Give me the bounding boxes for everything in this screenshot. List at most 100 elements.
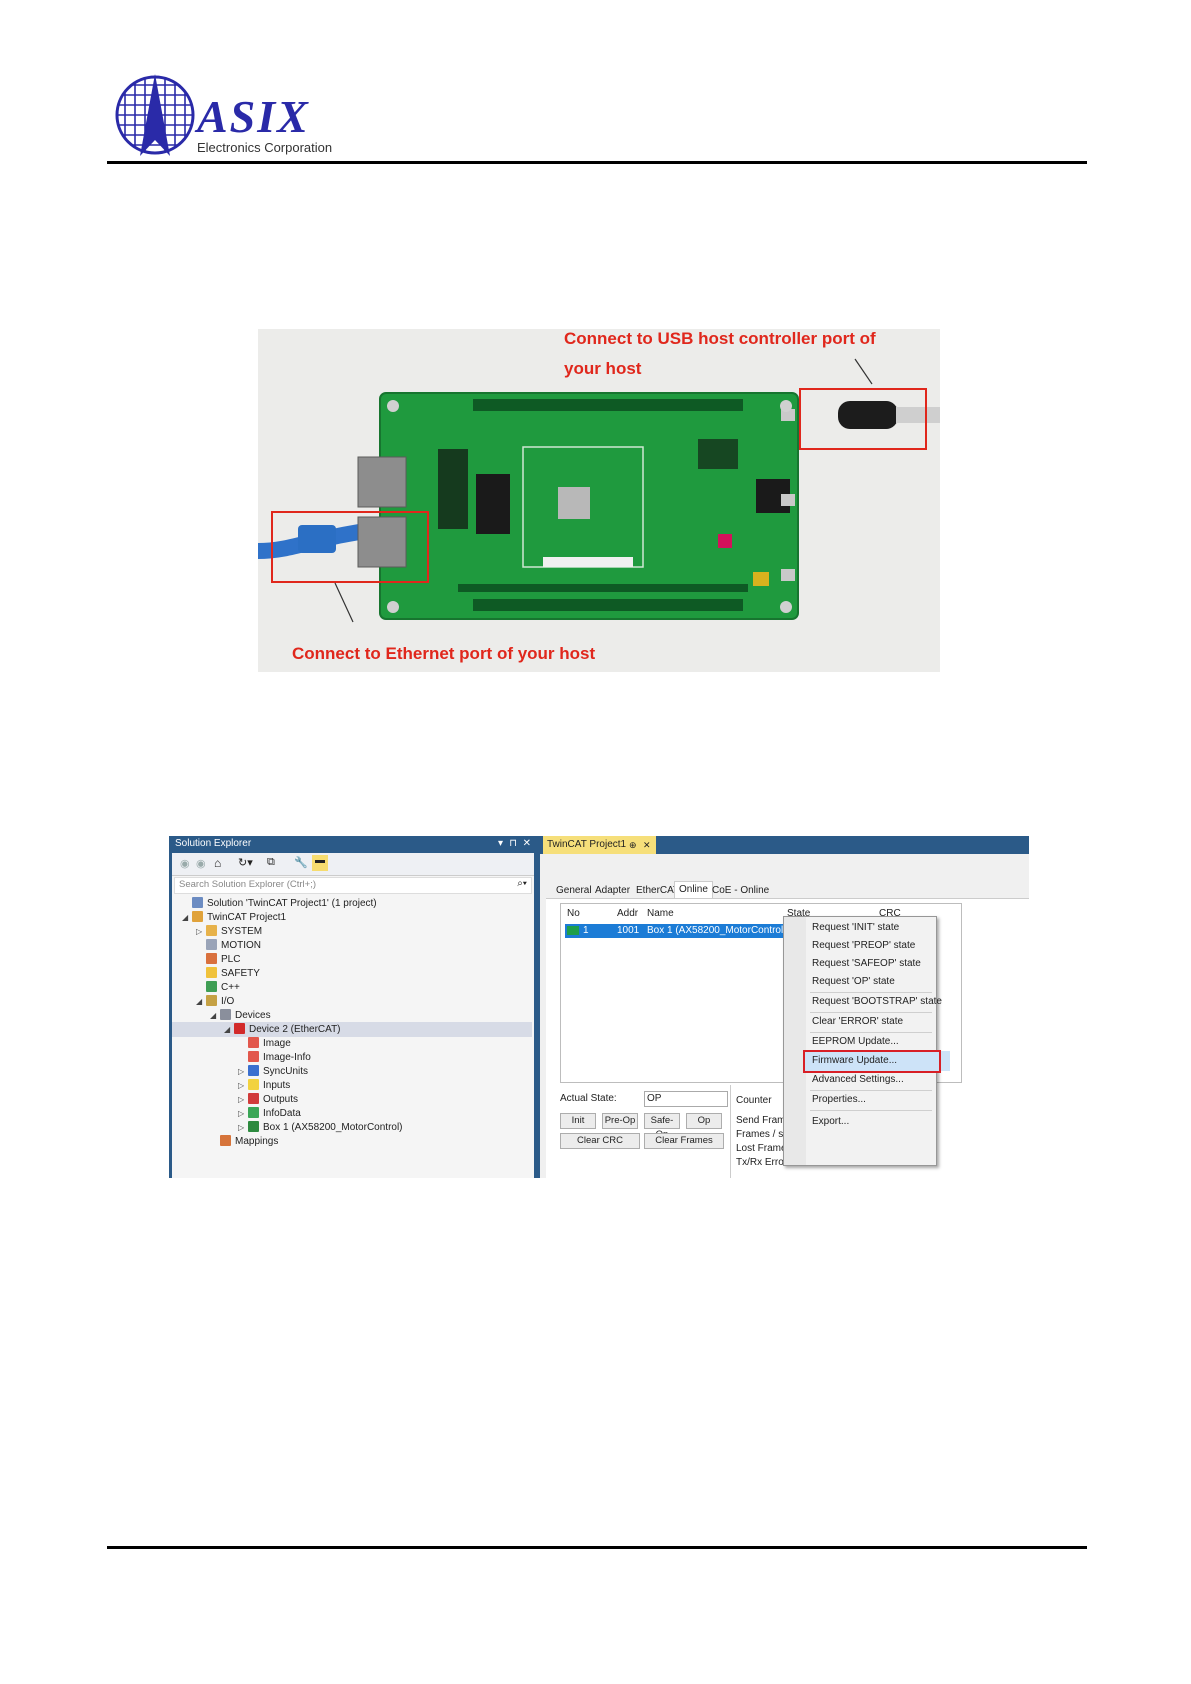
search-icon[interactable]: ⌕▾: [517, 878, 527, 889]
firmware-update-highlight-box: [803, 1050, 941, 1073]
op-button[interactable]: Op: [686, 1113, 722, 1129]
motion-icon: [206, 939, 217, 950]
tab-adapter[interactable]: Adapter: [595, 885, 631, 896]
menu-request-op[interactable]: Request 'OP' state: [812, 976, 895, 987]
col-header-name: Name: [647, 908, 674, 919]
clear-frames-button[interactable]: Clear Frames: [644, 1133, 724, 1149]
col-header-no: No: [567, 908, 580, 919]
system-icon: [206, 925, 217, 936]
twincat-screenshot: Solution Explorer ▾ ⊓ ✕ ◉ ◉ ⌂ ↻▾ ⧉ 🔧 ▬ S…: [169, 836, 1029, 1178]
send-frames-label: Send Frames: [736, 1115, 797, 1126]
tree-item-box1[interactable]: ▷Box 1 (AX58200_MotorControl): [238, 1121, 403, 1133]
tree-item-solution[interactable]: Solution 'TwinCAT Project1' (1 project): [182, 896, 377, 911]
menu-firmware-update[interactable]: Firmware Update...: [812, 1055, 898, 1066]
tab-coe-online[interactable]: CoE - Online: [712, 885, 770, 896]
tree-item-mappings[interactable]: Mappings: [210, 1134, 278, 1149]
collapse-icon[interactable]: ⧉: [267, 856, 275, 868]
tab-ethercat[interactable]: EtherCAT: [636, 885, 680, 896]
tree-item-infodata[interactable]: ▷InfoData: [238, 1107, 301, 1119]
col-header-crc: CRC: [879, 908, 901, 919]
actual-state-field: OP: [644, 1091, 728, 1107]
evaluation-board-image: [258, 358, 940, 623]
pane-splitter[interactable]: [534, 836, 540, 1178]
forward-icon[interactable]: ◉: [196, 858, 206, 870]
menu-advanced-settings[interactable]: Advanced Settings...: [812, 1074, 904, 1085]
header-rule: [107, 161, 1087, 164]
preop-button[interactable]: Pre-Op: [602, 1113, 638, 1129]
solution-search-placeholder: Search Solution Explorer (Ctrl+;): [179, 879, 317, 890]
slave-status-icon: [567, 926, 579, 935]
menu-properties[interactable]: Properties...: [812, 1094, 866, 1105]
tree-item-project[interactable]: ◢TwinCAT Project1: [182, 911, 287, 923]
solution-explorer-titlebar: Solution Explorer ▾ ⊓ ✕: [169, 836, 539, 852]
infodata-icon: [248, 1107, 259, 1118]
project-icon: [192, 911, 203, 922]
tree-item-system[interactable]: ▷SYSTEM: [196, 925, 263, 937]
ethernet-callout: Connect to Ethernet port of your host: [292, 644, 596, 663]
col-header-addr: Addr: [617, 908, 639, 919]
tab-general[interactable]: General: [556, 885, 592, 896]
menu-separator: [810, 1110, 932, 1111]
tree-item-outputs[interactable]: ▷Outputs: [238, 1093, 299, 1105]
counter-header: Counter: [736, 1095, 772, 1106]
tree-item-image[interactable]: Image: [238, 1036, 291, 1051]
menu-eeprom-update[interactable]: EEPROM Update...: [812, 1036, 899, 1047]
image-info-icon: [248, 1051, 259, 1062]
init-button[interactable]: Init: [560, 1113, 596, 1129]
menu-request-preop[interactable]: Request 'PREOP' state: [812, 940, 916, 951]
menu-request-safeop[interactable]: Request 'SAFEOP' state: [812, 958, 921, 969]
tree-item-image-info[interactable]: Image-Info: [238, 1050, 311, 1065]
menu-separator: [810, 1090, 932, 1091]
menu-icon-gutter: [784, 917, 806, 1165]
properties-icon[interactable]: 🔧: [294, 857, 308, 869]
solution-explorer-title: Solution Explorer: [175, 838, 252, 849]
tree-item-devices[interactable]: ◢Devices: [210, 1009, 271, 1021]
tab-close-icon[interactable]: ✕: [643, 840, 651, 850]
context-menu: Request 'INIT' state Request 'PREOP' sta…: [783, 916, 950, 1166]
menu-clear-error[interactable]: Clear 'ERROR' state: [812, 1016, 904, 1027]
inputs-icon: [248, 1079, 259, 1090]
counter-divider: [730, 1085, 731, 1178]
tab-online[interactable]: Online: [674, 881, 713, 900]
menu-hover-highlight: [804, 1051, 950, 1071]
solution-search-box[interactable]: Search Solution Explorer (Ctrl+;) ⌕▾: [174, 877, 532, 894]
tree-item-plc[interactable]: PLC: [196, 952, 240, 967]
tree-item-syncunits[interactable]: ▷SyncUnits: [238, 1065, 309, 1077]
tree-item-device2-selected[interactable]: ◢Device 2 (EtherCAT): [172, 1022, 532, 1037]
preview-icon[interactable]: ▬: [312, 855, 328, 871]
io-icon: [206, 995, 217, 1006]
usb-callout-line2: your host: [564, 359, 642, 378]
home-icon[interactable]: ⌂: [214, 856, 222, 870]
sync-icon[interactable]: ↻▾: [238, 857, 253, 869]
pin-icon[interactable]: ⊓: [509, 838, 517, 849]
usb-callout-line1: Connect to USB host controller port of: [564, 329, 876, 348]
logo-wordmark: ASIX: [197, 91, 310, 142]
document-tab-twincat-project1[interactable]: TwinCAT Project1 ⊕ ✕: [543, 836, 656, 854]
syncunits-icon: [248, 1065, 259, 1076]
actual-state-label: Actual State:: [560, 1093, 617, 1104]
menu-request-bootstrap[interactable]: Request 'BOOTSTRAP' state: [812, 996, 942, 1007]
menu-separator: [810, 992, 932, 993]
back-icon[interactable]: ◉: [180, 858, 190, 870]
footer-rule: [107, 1546, 1087, 1549]
solution-explorer-pane: ◉ ◉ ⌂ ↻▾ ⧉ 🔧 ▬ Search Solution Explorer …: [172, 853, 534, 1178]
clear-crc-button[interactable]: Clear CRC: [560, 1133, 640, 1149]
devices-icon: [220, 1009, 231, 1020]
tree-item-motion[interactable]: MOTION: [196, 938, 261, 953]
safety-icon: [206, 967, 217, 978]
tab-pin-icon[interactable]: ⊕: [629, 840, 637, 850]
menu-request-init[interactable]: Request 'INIT' state: [812, 922, 900, 933]
tree-item-io[interactable]: ◢I/O: [196, 995, 235, 1007]
plc-icon: [206, 953, 217, 964]
close-icon[interactable]: ✕: [522, 838, 531, 849]
menu-export[interactable]: Export...: [812, 1116, 850, 1127]
safeop-button[interactable]: Safe-Op: [644, 1113, 680, 1140]
tree-item-safety[interactable]: SAFETY: [196, 966, 260, 981]
mappings-icon: [220, 1135, 231, 1146]
outputs-icon: [248, 1093, 259, 1104]
asix-logo: [110, 70, 350, 160]
tree-item-inputs[interactable]: ▷Inputs: [238, 1079, 291, 1091]
dropdown-icon[interactable]: ▾: [497, 838, 503, 849]
tree-item-cpp[interactable]: C++: [196, 980, 240, 995]
menu-separator: [810, 1032, 932, 1033]
